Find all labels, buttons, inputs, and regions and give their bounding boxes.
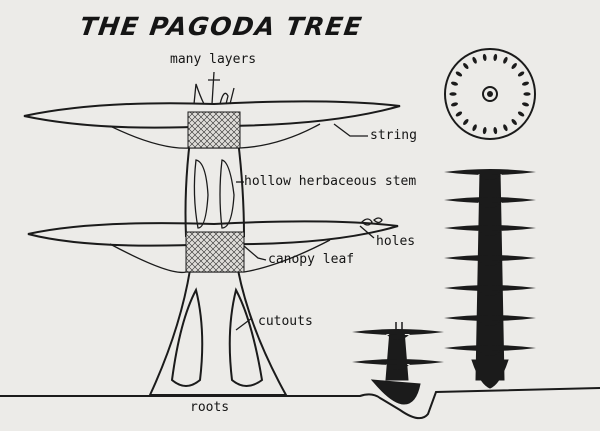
ground-line: [0, 387, 600, 420]
disc-leaf-mark: [455, 111, 463, 117]
lower-canopy: [27, 220, 399, 247]
label-holes: holes: [376, 234, 416, 249]
pagoda-tier: [352, 359, 444, 370]
label-many-layers: many layers: [170, 52, 257, 67]
cutout-left: [170, 287, 204, 387]
disc-leaf-mark: [503, 124, 508, 132]
disc-leaf-mark: [472, 56, 477, 64]
disc-leaf-mark: [522, 102, 529, 107]
disc-leaf-mark: [511, 119, 517, 125]
tall-pagoda-tree: [471, 169, 509, 389]
label-cutouts: cutouts: [258, 314, 313, 329]
pagoda-tier: [444, 225, 536, 236]
label-hollow-stem: hollow herbaceous stem: [244, 174, 417, 189]
disc-leaf-mark: [451, 81, 458, 86]
pagoda-tier: [444, 315, 536, 326]
disc-leaf-mark: [503, 56, 508, 64]
disc-leaf-mark: [523, 92, 531, 96]
pagoda-tier: [444, 197, 536, 208]
disc-leaf-mark: [517, 71, 525, 77]
disc-leaf-mark: [451, 102, 458, 107]
pagoda-tier: [444, 345, 536, 356]
upper-canopy: [23, 100, 401, 129]
disc-leaf-mark: [493, 127, 498, 135]
big-pagoda-tree: [23, 71, 401, 396]
diagram-title: THE PAGODA TREE: [77, 12, 365, 41]
disc-leaf-mark: [455, 71, 463, 77]
lower-trunk: [148, 269, 288, 396]
stem-hollow-left: [193, 159, 209, 229]
pagoda-tier: [444, 169, 536, 180]
disc-leaf-mark: [517, 111, 525, 117]
disc-leaf-mark: [472, 124, 477, 132]
cutout-right: [228, 287, 264, 387]
label-roots: roots: [190, 400, 230, 415]
stem-hollow-right: [219, 159, 235, 229]
disc-leaf-mark: [493, 53, 498, 61]
pagoda-tier: [444, 285, 536, 296]
disc-top-view: [444, 48, 536, 140]
label-string: string: [370, 128, 417, 143]
disc-leaf-mark: [482, 53, 487, 61]
pagoda-tier: [444, 255, 536, 266]
disc-leaf-mark: [463, 63, 469, 69]
disc-leaf-mark: [449, 92, 457, 96]
label-canopy-leaf: canopy leaf: [268, 252, 355, 267]
disc-leaf-mark: [511, 63, 517, 69]
disc-leaf-mark: [522, 81, 529, 86]
disc-leaf-mark: [463, 119, 469, 125]
disc-leaf-mark: [482, 127, 487, 135]
pagoda-tier: [352, 329, 444, 340]
